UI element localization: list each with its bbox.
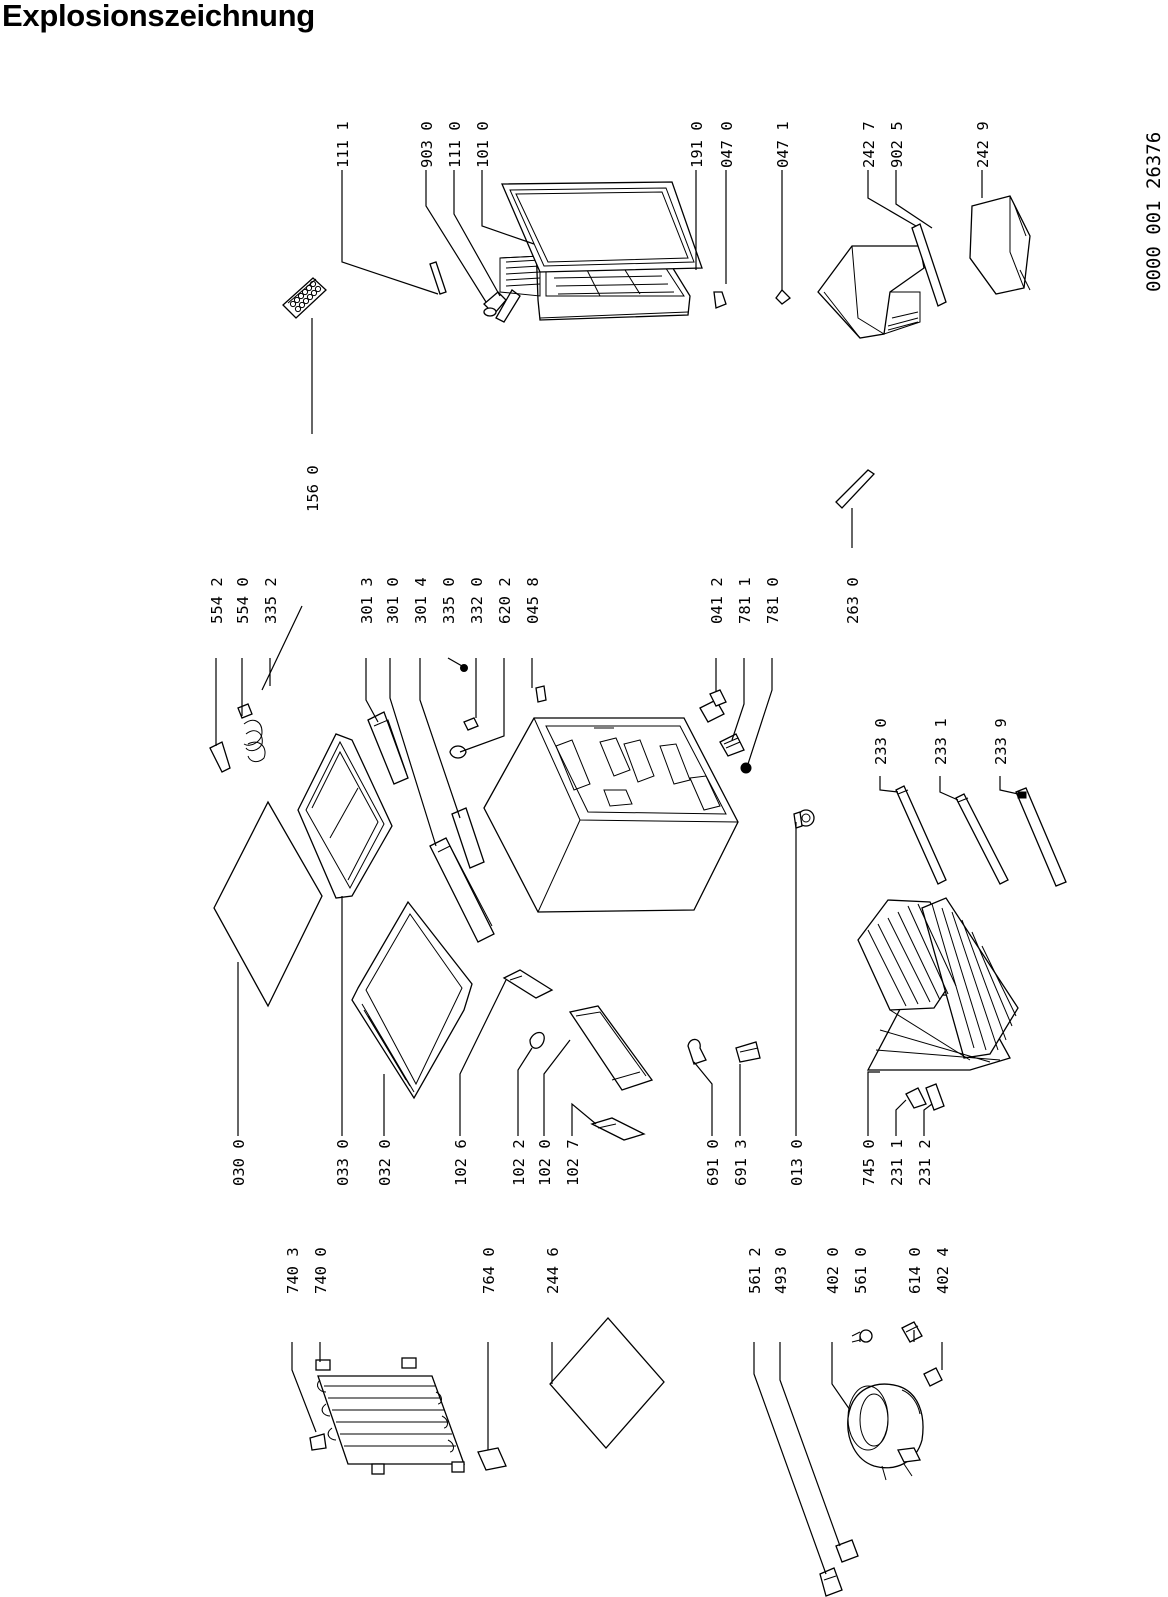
shelf-rail-parts: [895, 785, 1067, 887]
small-fittings-parts: [449, 664, 547, 759]
hinge-hardware-parts: [209, 605, 303, 773]
evaporator-cover-part: [297, 733, 393, 899]
ice-tray-part: [282, 277, 327, 319]
drawer-large-part: [817, 245, 925, 339]
compressor-part: [847, 1321, 943, 1481]
part-label: 231 2: [916, 1139, 934, 1186]
part-label: 263 0: [844, 577, 862, 624]
shelf-clip-parts: [905, 1083, 945, 1111]
part-label: 233 1: [932, 718, 950, 765]
part-label: 156 0: [304, 465, 322, 512]
crisper-frame-part: [351, 900, 473, 1100]
part-label: 561 0: [852, 1247, 870, 1294]
lamp-holder-parts: [687, 1038, 761, 1065]
hinge-parts: [483, 289, 521, 323]
part-label: 691 0: [704, 1139, 722, 1186]
base-plate-part: [549, 1317, 665, 1449]
part-label: 781 1: [736, 577, 754, 624]
part-label: 231 1: [888, 1139, 906, 1186]
part-label: 335 2: [262, 577, 280, 624]
part-label: 102 6: [452, 1139, 470, 1186]
part-label: 301 0: [384, 577, 402, 624]
part-label: 614 0: [906, 1247, 924, 1294]
part-label: 402 0: [824, 1247, 842, 1294]
part-label: 047 0: [718, 121, 736, 168]
part-label: 740 3: [284, 1247, 302, 1294]
part-label: 111 0: [446, 121, 464, 168]
part-label: 402 4: [934, 1247, 952, 1294]
leader-lines: [215, 170, 1019, 1575]
condenser-coil-part: [309, 1357, 507, 1475]
part-label: 047 1: [774, 121, 792, 168]
part-label: 740 0: [312, 1247, 330, 1294]
part-label: 244 6: [544, 1247, 562, 1294]
part-label: 903 0: [418, 121, 436, 168]
part-label: 041 2: [708, 577, 726, 624]
part-label: 902 5: [888, 121, 906, 168]
part-label: 102 7: [564, 1139, 582, 1186]
part-label: 554 0: [234, 577, 252, 624]
part-label: 101 0: [474, 121, 492, 168]
part-label: 102 2: [510, 1139, 528, 1186]
cover-strip-part: [835, 469, 876, 509]
part-label: 554 2: [208, 577, 226, 624]
part-label: 561 2: [746, 1247, 764, 1294]
drawer-rail-part: [911, 223, 947, 307]
door-seal-frame-part: [501, 181, 703, 273]
part-label: 301 4: [412, 577, 430, 624]
page-title: Explosionszeichnung: [2, 0, 315, 33]
top-cover-panel-part: [213, 800, 323, 1008]
part-label: 620 2: [496, 577, 514, 624]
part-label: 332 0: [468, 577, 486, 624]
part-label: 032 0: [376, 1139, 394, 1186]
part-label: 242 9: [974, 121, 992, 168]
part-label: 233 9: [992, 718, 1010, 765]
drawer-small-part: [969, 195, 1031, 295]
part-label: 691 3: [732, 1139, 750, 1186]
part-label: 745 0: [860, 1139, 878, 1186]
part-label: 301 3: [358, 577, 376, 624]
part-label: 781 0: [764, 577, 782, 624]
lamp-and-switch-parts: [699, 689, 752, 774]
part-label: 102 0: [536, 1139, 554, 1186]
clip-parts: [713, 289, 791, 309]
part-labels: 111 1 903 0 111 0 101 0 191 0 047 0 047 …: [208, 121, 1010, 1294]
part-label: 335 0: [440, 577, 458, 624]
handle-bar-part: [429, 261, 447, 295]
adjustable-foot-part: [793, 809, 815, 829]
wire-shelves-part: [857, 897, 1019, 1071]
part-label: 233 0: [872, 718, 890, 765]
cabinet-part: [483, 717, 739, 913]
document-number: 0000 001 26376: [1143, 132, 1165, 292]
thermostat-parts: [367, 711, 495, 943]
relay-parts: [819, 1539, 859, 1597]
part-label: 030 0: [230, 1139, 248, 1186]
part-label: 013 0: [788, 1139, 806, 1186]
part-label: 045 8: [524, 577, 542, 624]
part-label: 033 0: [334, 1139, 352, 1186]
part-label: 764 0: [480, 1247, 498, 1294]
part-label: 242 7: [860, 121, 878, 168]
part-label: 191 0: [688, 121, 706, 168]
part-label: 111 1: [334, 121, 352, 168]
shelf-support-parts: [502, 969, 654, 1141]
part-label: 493 0: [772, 1247, 790, 1294]
